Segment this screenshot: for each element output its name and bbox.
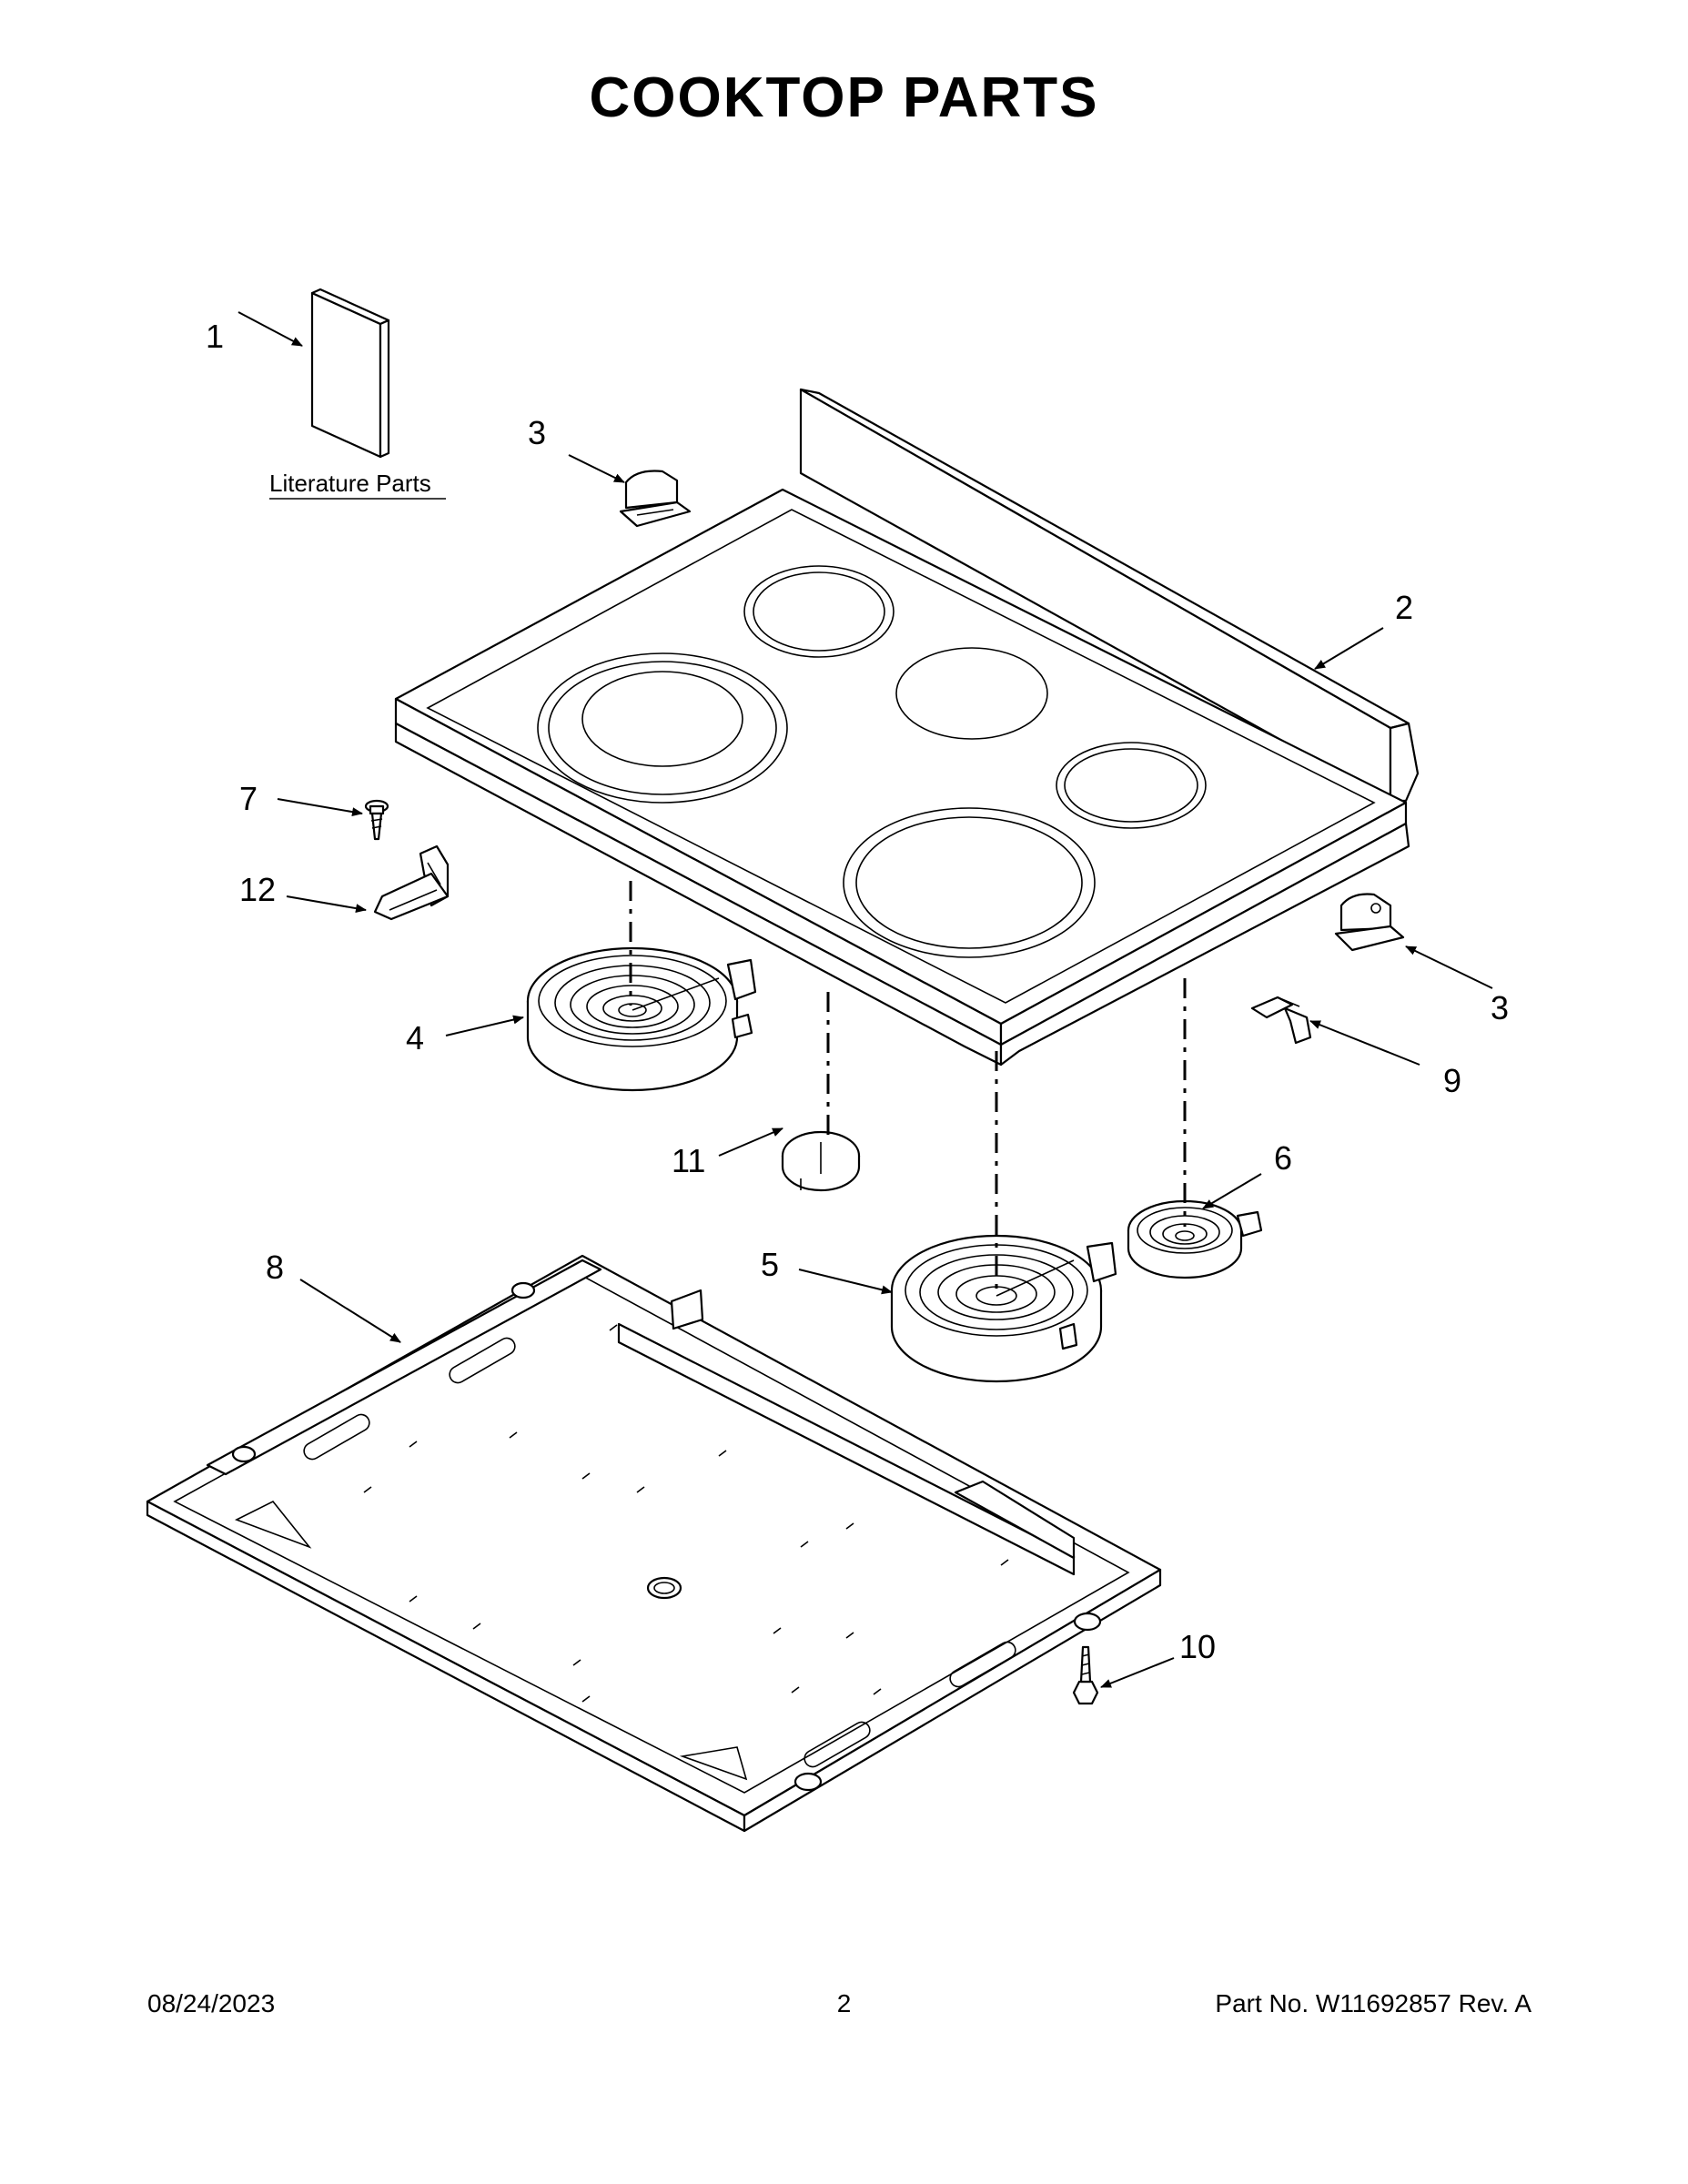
callout-11: 11: [672, 1142, 705, 1179]
screw-7[interactable]: [364, 799, 389, 841]
mounting-bracket-12[interactable]: [373, 844, 450, 921]
callout-9: 9: [1443, 1062, 1461, 1099]
callout-2: 2: [1395, 589, 1413, 626]
callout-3-upper: 3: [528, 414, 546, 451]
cooktop-support-frame[interactable]: [146, 1254, 1162, 1833]
callout-6: 6: [1274, 1139, 1292, 1177]
backguard-bracket-right[interactable]: [1334, 893, 1405, 952]
thermal-limiter-11[interactable]: [781, 1130, 861, 1192]
callout-leaders: [238, 311, 1493, 1688]
callout-1: 1: [206, 318, 224, 355]
footer-date: 08/24/2023: [147, 1989, 276, 2017]
page-title: COOKTOP PARTS: [589, 66, 1099, 129]
callout-12: 12: [239, 871, 276, 908]
footer-part-number: Part No. W11692857 Rev. A: [1215, 1989, 1531, 2017]
alignment-lines: [629, 881, 1187, 1290]
callout-7: 7: [239, 780, 258, 817]
callout-5: 5: [761, 1246, 779, 1283]
callout-numbers: 1 3 2 7 12 4 3 9 11 6 5 8 10: [206, 318, 1509, 1665]
bolt-10[interactable]: [1072, 1645, 1099, 1705]
clip-9[interactable]: [1250, 996, 1312, 1045]
callout-10: 10: [1179, 1628, 1216, 1665]
callout-3-lower: 3: [1491, 989, 1509, 1026]
literature-parts-label: Literature Parts: [269, 470, 431, 497]
radiant-element-5[interactable]: [890, 1234, 1117, 1383]
callout-4: 4: [406, 1019, 424, 1057]
radiant-element-4[interactable]: [526, 946, 757, 1092]
literature-parts-booklet[interactable]: [310, 288, 390, 459]
cooktop-main-top[interactable]: [394, 388, 1420, 1067]
footer-page-number: 2: [836, 1989, 852, 2017]
callout-8: 8: [266, 1249, 284, 1286]
backguard-bracket-left[interactable]: [619, 470, 692, 528]
radiant-element-6[interactable]: [1127, 1199, 1263, 1279]
